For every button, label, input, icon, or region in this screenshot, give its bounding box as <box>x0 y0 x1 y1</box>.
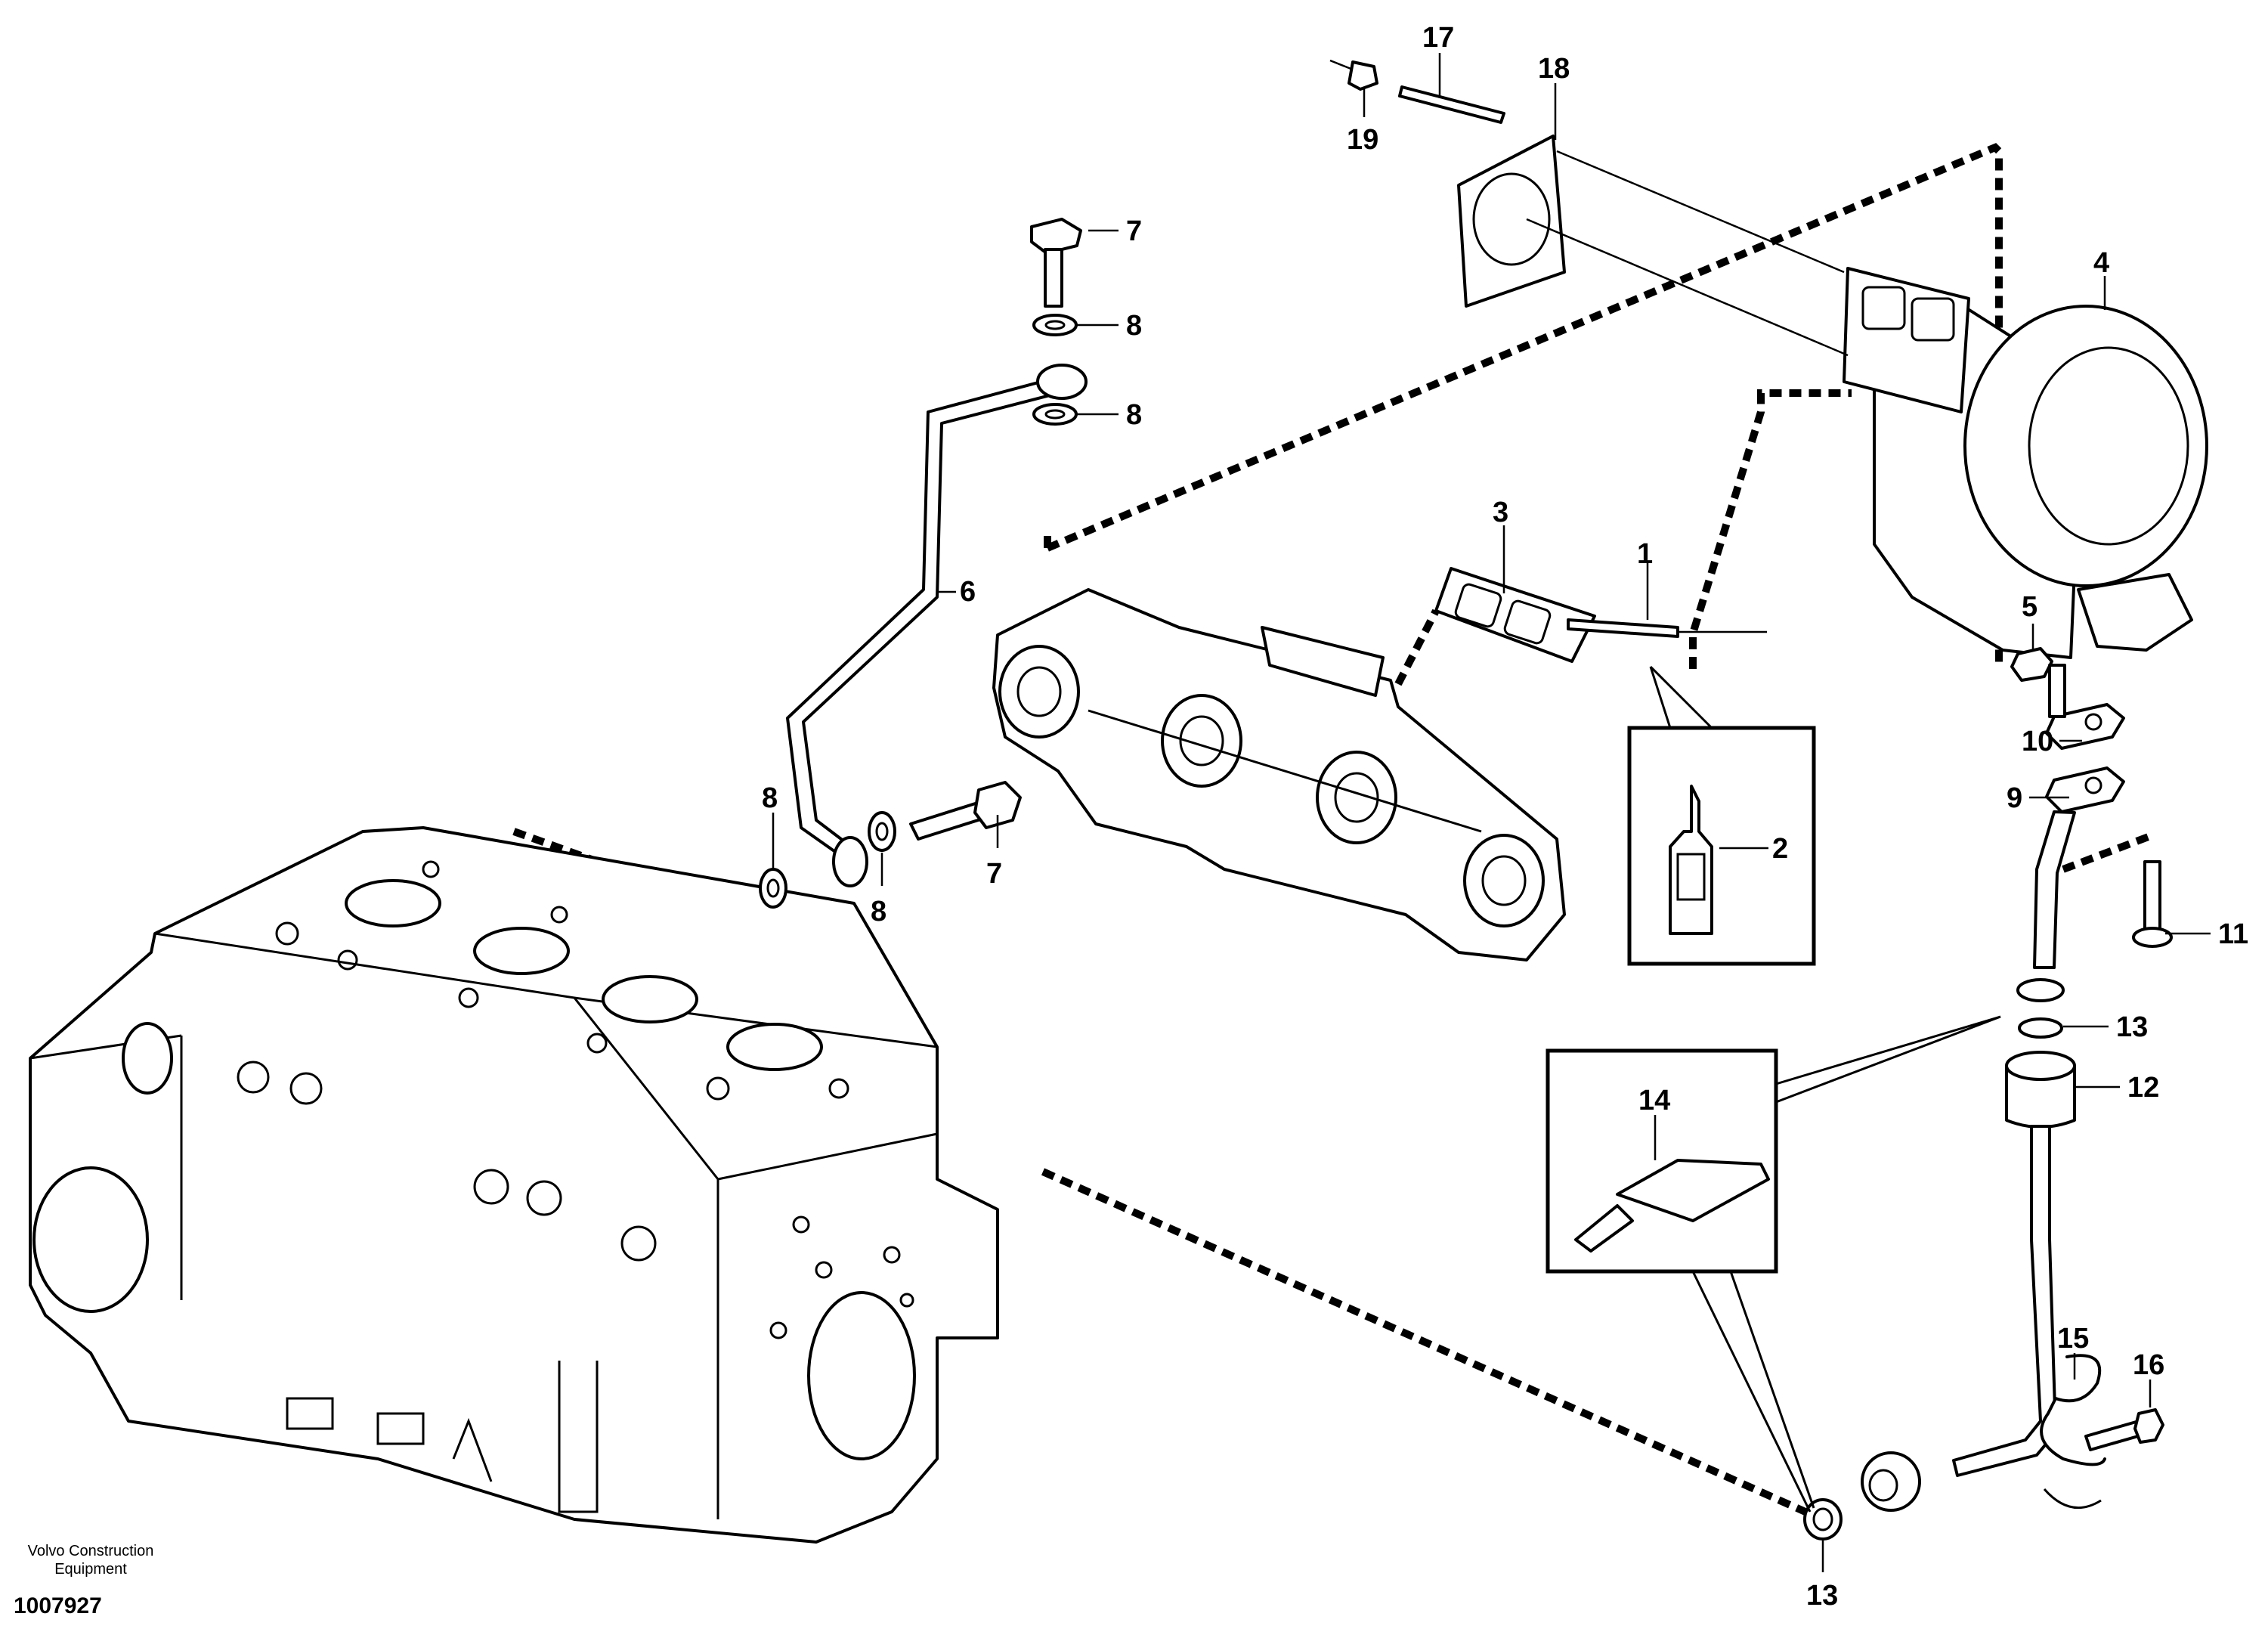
part-2-sealant-inset <box>1627 665 1816 966</box>
part-1-stud <box>1567 618 1767 638</box>
callout-7-top: 7 <box>1126 215 1142 247</box>
callout-12: 12 <box>2127 1072 2159 1104</box>
callout-10: 10 <box>2022 726 2053 757</box>
engine-block <box>29 826 999 1544</box>
callout-13-upper: 13 <box>2116 1011 2148 1043</box>
callout-8-top: 8 <box>1126 310 1142 342</box>
part-17-stud <box>1398 85 1505 124</box>
callout-5: 5 <box>2022 591 2037 623</box>
callout-labels: 1 2 3 4 5 6 7 7 8 8 8 8 9 10 11 12 13 13… <box>762 22 2248 1612</box>
callout-18: 18 <box>1538 53 1570 85</box>
callout-8-bottom: 8 <box>871 896 886 927</box>
callout-15: 15 <box>2057 1323 2089 1355</box>
oil-return-pipe <box>2033 664 2076 969</box>
callout-19: 19 <box>1347 124 1378 156</box>
callout-14: 14 <box>1638 1085 1670 1116</box>
lower-oil-pipe <box>1861 1125 2057 1512</box>
callout-16: 16 <box>2133 1349 2164 1381</box>
part-13-seal-upper <box>2016 978 2065 1039</box>
part-18-gasket <box>1457 135 1849 357</box>
part-16-bolt <box>2084 1408 2164 1451</box>
callout-11: 11 <box>2218 918 2248 950</box>
callout-17: 17 <box>1422 22 1454 54</box>
callout-8-left: 8 <box>762 782 778 814</box>
drawing-number: 1007927 <box>14 1593 102 1618</box>
callout-9: 9 <box>2007 782 2022 814</box>
part-11-bolt <box>2132 860 2173 948</box>
part-14-compound-inset <box>1546 1015 2001 1513</box>
part-3-gasket <box>1434 567 1596 663</box>
callout-3: 3 <box>1493 497 1508 528</box>
credit-line-2: Equipment <box>54 1561 127 1578</box>
part-19-nut <box>1329 59 1378 91</box>
credit-line-1: Volvo Construction <box>27 1543 154 1559</box>
exhaust-manifold <box>992 588 1566 961</box>
part-13-seal-lower <box>1803 1498 1843 1541</box>
part-12-sleeve <box>2005 1051 2076 1129</box>
callout-8-middle: 8 <box>1126 399 1142 431</box>
part-8-washers <box>759 314 1078 909</box>
callout-4: 4 <box>2093 247 2109 279</box>
callout-2: 2 <box>1772 833 1788 865</box>
part-6-oil-feed-pipe <box>786 364 1088 887</box>
callout-6: 6 <box>960 576 976 608</box>
callout-7-bottom: 7 <box>986 858 1002 890</box>
part-7-bolt-top <box>1030 218 1082 308</box>
callout-1: 1 <box>1637 538 1653 570</box>
manufacturer-credit: Volvo Construction Equipment <box>8 1542 174 1578</box>
leader-lines <box>772 53 2211 1572</box>
part-7-bolt-side <box>909 781 1022 841</box>
part-9-flange <box>2045 766 2125 813</box>
part-5-nut <box>2010 647 2053 682</box>
callout-13-lower: 13 <box>1806 1580 1838 1612</box>
part-4-turbocharger <box>1843 267 2208 659</box>
